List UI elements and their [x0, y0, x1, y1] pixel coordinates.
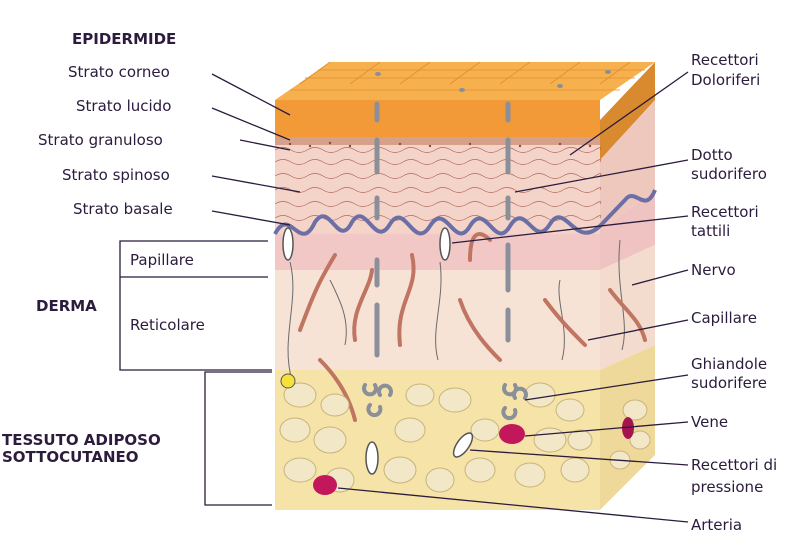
label-strato-spinoso: Strato spinoso — [62, 166, 170, 184]
pores — [375, 70, 611, 92]
leader-lines — [119, 71, 689, 523]
label-recettori-tattili-1: Recettori — [691, 203, 759, 221]
label-recettori-tattili-2: tattili — [691, 222, 731, 240]
label-capillare: Capillare — [691, 309, 757, 327]
leader-corneo — [211, 73, 291, 116]
label-dotto-1: Dotto — [691, 146, 733, 164]
label-tessuto-line2: SOTTOCUTANEO — [2, 448, 139, 466]
label-recettori-doloriferi-2: Doloriferi — [691, 71, 761, 89]
tactile-receptors — [282, 227, 451, 261]
pressure-receptor-1 — [365, 441, 379, 475]
leader-pressione — [469, 449, 689, 466]
reticolare-side — [600, 245, 655, 370]
leader-ghiandole — [524, 374, 689, 401]
label-vene: Vene — [691, 413, 729, 431]
vein-front — [499, 424, 525, 444]
sweat-ducts — [374, 101, 511, 358]
tessuto-bracket — [204, 371, 272, 506]
leader-tattili — [451, 215, 689, 244]
papillare-layer — [275, 232, 600, 270]
granular-dots — [288, 141, 592, 148]
gland-right — [501, 383, 528, 421]
label-recettori-pressione-2: pressione — [691, 478, 764, 496]
leader-arteria — [337, 487, 689, 523]
label-recettori-pressione-1: Recettori di — [691, 456, 778, 474]
leader-doloriferi — [569, 71, 689, 156]
capillary-4 — [458, 298, 502, 362]
label-strato-lucido: Strato lucido — [76, 97, 172, 115]
vein-side — [622, 417, 634, 439]
label-strato-granuloso: Strato granuloso — [38, 131, 163, 149]
leader-lucido — [211, 107, 291, 141]
label-ghiandole-2: sudorifere — [691, 374, 767, 392]
label-epidermide: EPIDERMIDE — [72, 30, 177, 48]
leader-dotto — [514, 159, 689, 193]
capillary-7 — [318, 358, 357, 422]
capillary-2 — [352, 268, 374, 342]
leader-vene — [524, 421, 689, 437]
papillare-side — [600, 190, 655, 270]
capillary-5 — [543, 298, 587, 347]
corneo-front — [275, 100, 600, 137]
tactile-receptor-left — [282, 227, 294, 261]
capillary-3 — [397, 253, 416, 347]
label-strato-corneo: Strato corneo — [68, 63, 170, 81]
leader-capillare — [587, 319, 689, 341]
label-strato-basale: Strato basale — [73, 200, 173, 218]
sweat-glands — [362, 383, 528, 421]
corneo-top — [275, 62, 655, 100]
label-derma: DERMA — [36, 297, 97, 315]
pressure-receptor-2 — [452, 432, 474, 458]
tactile-receptor-mid — [439, 227, 451, 261]
artery — [313, 475, 337, 495]
lucido-layer — [275, 137, 600, 145]
leader-nervo — [631, 269, 689, 286]
label-arteria: Arteria — [691, 516, 743, 534]
basal-layer-wave — [273, 189, 657, 236]
label-ghiandole-1: Ghiandole — [691, 355, 768, 373]
label-recettori-doloriferi-1: Recettori — [691, 51, 759, 69]
blood-vessels — [313, 417, 634, 495]
label-tessuto-line1: TESSUTO ADIPOSO — [2, 431, 161, 449]
pressure-receptors — [365, 432, 474, 475]
free-nerve-ending — [280, 373, 296, 389]
leader-spinoso — [211, 175, 301, 193]
leader-granuloso — [239, 139, 291, 151]
capillary-8 — [468, 232, 492, 262]
corneo-top-texture — [290, 61, 645, 91]
gland-left — [362, 383, 393, 418]
capillary-1 — [298, 253, 337, 332]
label-nervo: Nervo — [691, 261, 736, 279]
label-reticolare: Reticolare — [130, 316, 205, 334]
derma-bracket — [119, 240, 272, 371]
label-dotto-2: sudorifero — [691, 165, 767, 183]
corneo-side — [600, 62, 655, 160]
capillary-6 — [608, 288, 647, 342]
label-papillare: Papillare — [130, 251, 194, 269]
capillaries — [298, 232, 647, 422]
leader-basale — [211, 210, 291, 226]
